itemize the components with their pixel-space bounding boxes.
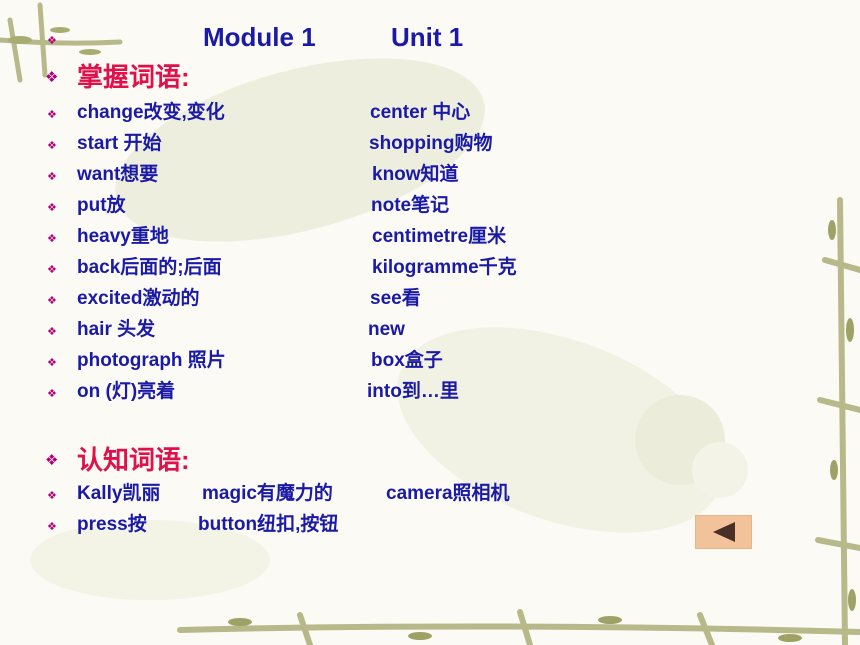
bullet-icon: ❖ [47, 388, 57, 400]
vocab-word: note笔记 [371, 195, 450, 216]
word-magic: magic有魔力的 [202, 483, 333, 504]
vocab-word: box盒子 [371, 350, 443, 371]
bullet-icon: ❖ [47, 171, 57, 183]
word-press: press按 [77, 514, 147, 535]
module-title: Module 1 [203, 22, 316, 52]
vocab-word: back后面的;后面 [77, 257, 222, 278]
bullet-icon: ❖ [47, 326, 57, 338]
bullet-icon: ❖ [47, 357, 57, 369]
triangle-left-icon [712, 522, 735, 542]
vocab-word: into到…里 [367, 381, 459, 402]
bullet-icon: ❖ [47, 35, 57, 47]
vocab-word: change改变,变化 [77, 102, 225, 123]
vocab-word: kilogramme千克 [372, 257, 517, 278]
bullet-icon: ❖ [47, 295, 57, 307]
bullet-icon: ❖ [47, 109, 57, 121]
vocab-word: put放 [77, 195, 126, 216]
vocab-word: heavy重地 [77, 226, 169, 247]
back-button[interactable] [695, 515, 752, 549]
vocab-word: on (灯)亮着 [77, 381, 176, 402]
vocab-word: new [368, 319, 405, 340]
vocab-word: know知道 [372, 164, 459, 185]
bullet-icon: ❖ [47, 202, 57, 214]
word-kally: Kally凯丽 [77, 483, 161, 504]
section-heading-mastery: 掌握词语: [77, 62, 190, 92]
bullet-icon: ❖ [45, 69, 59, 86]
bullet-icon: ❖ [47, 140, 57, 152]
vocab-word: center 中心 [370, 102, 471, 123]
bullet-icon: ❖ [45, 452, 59, 469]
vocab-word: want想要 [77, 164, 159, 185]
vocab-word: centimetre厘米 [372, 226, 507, 247]
vocab-word: excited激动的 [77, 288, 200, 309]
vocab-word: start 开始 [77, 133, 162, 154]
bullet-icon: ❖ [47, 264, 57, 276]
word-button: button纽扣,按钮 [198, 514, 339, 535]
bullet-icon: ❖ [47, 233, 57, 245]
vocab-word: see看 [370, 288, 421, 309]
vocab-word: photograph 照片 [77, 350, 226, 371]
bullet-icon: ❖ [47, 490, 57, 502]
section-heading-recognition: 认知词语: [77, 445, 190, 475]
unit-title: Unit 1 [391, 22, 464, 52]
word-camera: camera照相机 [386, 483, 510, 504]
vocab-word: shopping购物 [369, 133, 493, 154]
bullet-icon: ❖ [47, 521, 57, 533]
vocab-word: hair 头发 [77, 319, 156, 340]
